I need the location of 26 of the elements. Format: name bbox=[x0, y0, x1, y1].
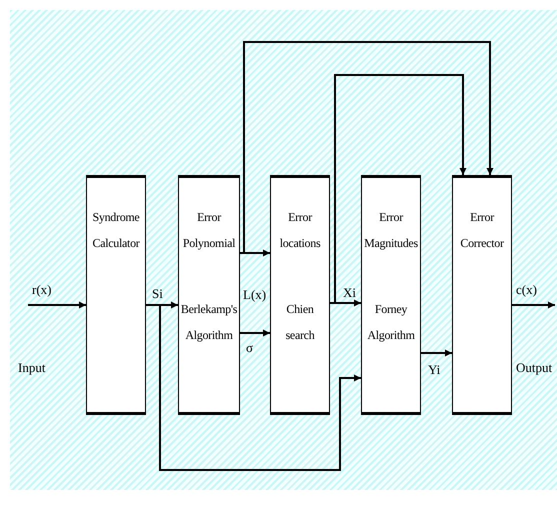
box-label: Error Polynomial bbox=[182, 209, 236, 252]
process-box bbox=[86, 175, 146, 415]
edge-label: σ bbox=[246, 340, 254, 356]
process-box bbox=[270, 175, 330, 415]
edge-label: r(x) bbox=[32, 282, 52, 298]
box-label: Syndrome Calculator bbox=[92, 209, 141, 252]
edge-label: L(x) bbox=[243, 287, 266, 303]
box-label: Chien search bbox=[284, 301, 316, 344]
edge-label: c(x) bbox=[516, 282, 537, 298]
arrow bbox=[512, 302, 555, 308]
arrow bbox=[421, 350, 452, 356]
arrow bbox=[28, 302, 86, 308]
box-label: Forney Algorithm bbox=[366, 301, 416, 344]
box-label: Error Corrector bbox=[459, 209, 505, 252]
box-label: Error Magnitudes bbox=[363, 209, 419, 252]
edge-label: Si bbox=[152, 286, 163, 302]
box-label: Berlekamp's Algorithm bbox=[180, 301, 238, 344]
process-box bbox=[178, 175, 240, 415]
process-box bbox=[452, 175, 512, 415]
process-box bbox=[361, 175, 421, 415]
io-label: Input bbox=[18, 360, 46, 376]
edge-label: Xi bbox=[343, 285, 356, 301]
edge-label: Yi bbox=[428, 362, 440, 378]
io-label: Output bbox=[516, 360, 552, 376]
box-label: Error locations bbox=[278, 209, 322, 252]
arrow bbox=[240, 330, 270, 336]
